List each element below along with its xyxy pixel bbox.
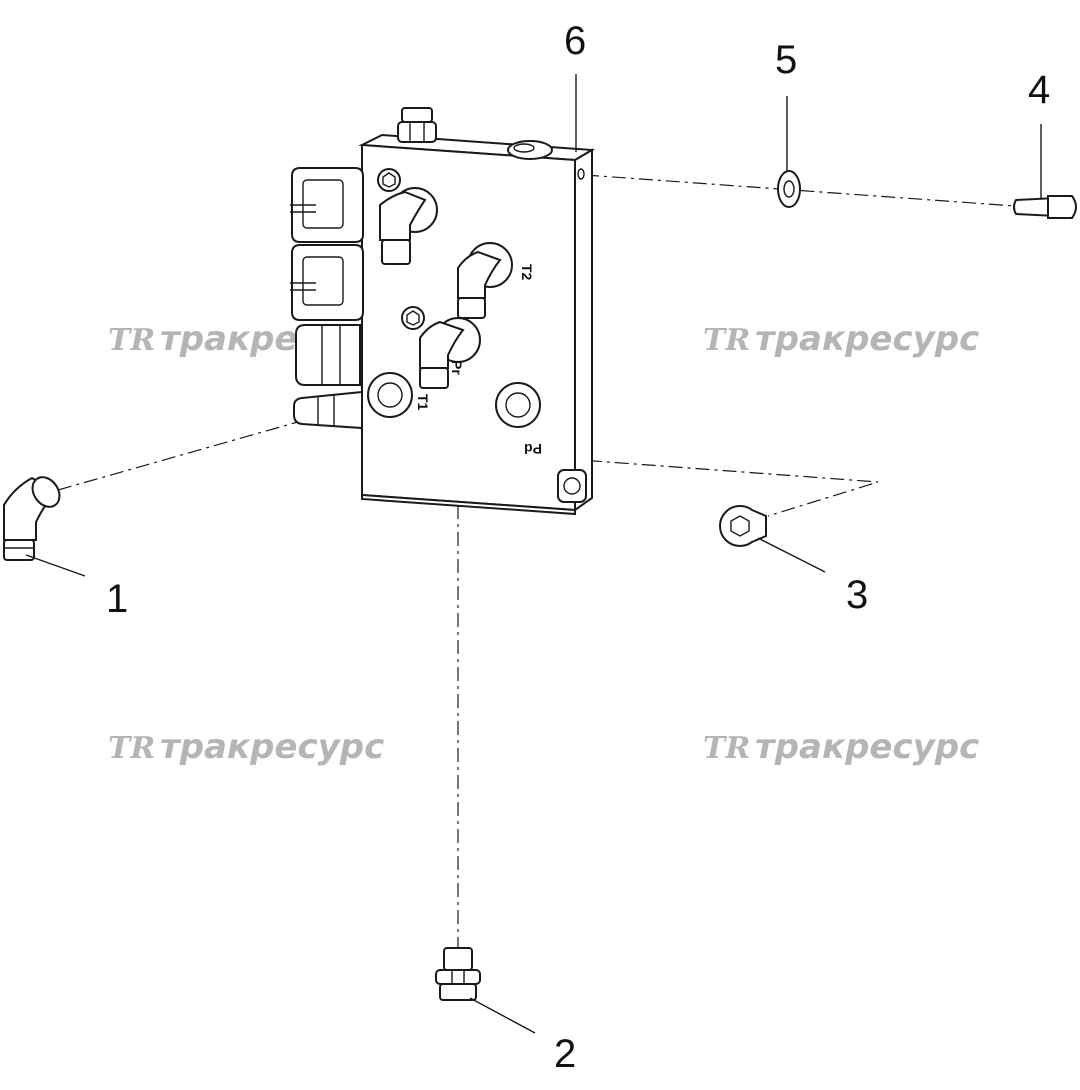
port-label-pd: Pd	[524, 441, 542, 457]
screw-hole	[577, 168, 585, 180]
port-label-pr: Pr	[449, 360, 465, 375]
part-3-plug	[719, 505, 767, 547]
valve-block: T2 Pr T1 Pd	[290, 107, 596, 516]
leader-1	[25, 554, 86, 577]
callout-6: 6	[564, 19, 586, 63]
part-4-cap-screw	[1013, 195, 1077, 219]
watermark-text: тракресурс	[160, 727, 384, 767]
fitting-hex	[435, 969, 481, 985]
plug-thread	[751, 509, 767, 543]
callout-5: 5	[775, 38, 797, 82]
block-bottom-edge	[361, 493, 576, 516]
callout-3: 3	[846, 573, 868, 617]
callout-2: 2	[554, 1032, 576, 1076]
callouts: 1 2 3 4 5 6	[106, 19, 1050, 1076]
fitting-thread	[439, 983, 477, 1001]
top-fitting-nut	[397, 121, 437, 143]
port-t1	[367, 372, 413, 418]
pr-elbow-nut	[419, 367, 449, 389]
part-1-elbow-fitting	[3, 476, 61, 561]
port-label-t2: T2	[519, 264, 535, 281]
fitting-top	[443, 947, 473, 971]
leader-3	[757, 537, 826, 573]
top-fitting-cap	[401, 107, 433, 123]
watermark-bottom-left: TR тракресурс	[108, 727, 384, 767]
watermark-logo: TR	[108, 323, 155, 358]
watermark-logo: TR	[703, 323, 750, 358]
t2-elbow-nut	[457, 297, 486, 319]
valve-cartridge-upper	[295, 324, 361, 386]
part-2-straight-fitting	[435, 947, 481, 1001]
top-right-cap	[507, 140, 553, 160]
upper-elbow	[379, 190, 427, 241]
watermark-logo: TR	[108, 731, 155, 766]
block-side-plug	[557, 469, 587, 503]
washer-inner	[783, 180, 795, 198]
hex-screw-pr	[401, 306, 425, 330]
hex-socket-icon	[730, 515, 750, 537]
callout-4: 4	[1028, 68, 1050, 112]
screw-head	[1047, 195, 1077, 219]
washer-outer	[777, 170, 801, 208]
leader-lines	[25, 74, 1042, 1034]
pr-elbow	[419, 320, 465, 369]
port-pd	[495, 382, 541, 428]
leader-2	[469, 997, 536, 1034]
block-side-face	[574, 148, 593, 512]
elbow-thread	[3, 539, 35, 561]
t2-elbow	[457, 250, 502, 299]
solenoid-coil-upper	[291, 167, 364, 243]
hex-screw-top	[377, 168, 401, 192]
watermark-logo: TR	[703, 731, 750, 766]
axis-elbow-1	[57, 392, 401, 491]
watermark-text: тракресурс	[755, 727, 979, 767]
watermark-top-right: TR тракресурс	[703, 319, 979, 359]
solenoid-coil-lower	[291, 244, 364, 321]
watermark-bottom-right: TR тракресурс	[703, 727, 979, 767]
upper-elbow-nut	[381, 239, 411, 265]
axis-screw	[584, 174, 1016, 207]
port-label-t1: T1	[415, 394, 431, 411]
callout-1: 1	[106, 577, 128, 621]
valve-cartridge-lower	[293, 390, 363, 430]
elbow-nut	[31, 476, 61, 508]
part-5-washer	[777, 170, 801, 208]
watermark-text: тракресурс	[755, 319, 979, 359]
